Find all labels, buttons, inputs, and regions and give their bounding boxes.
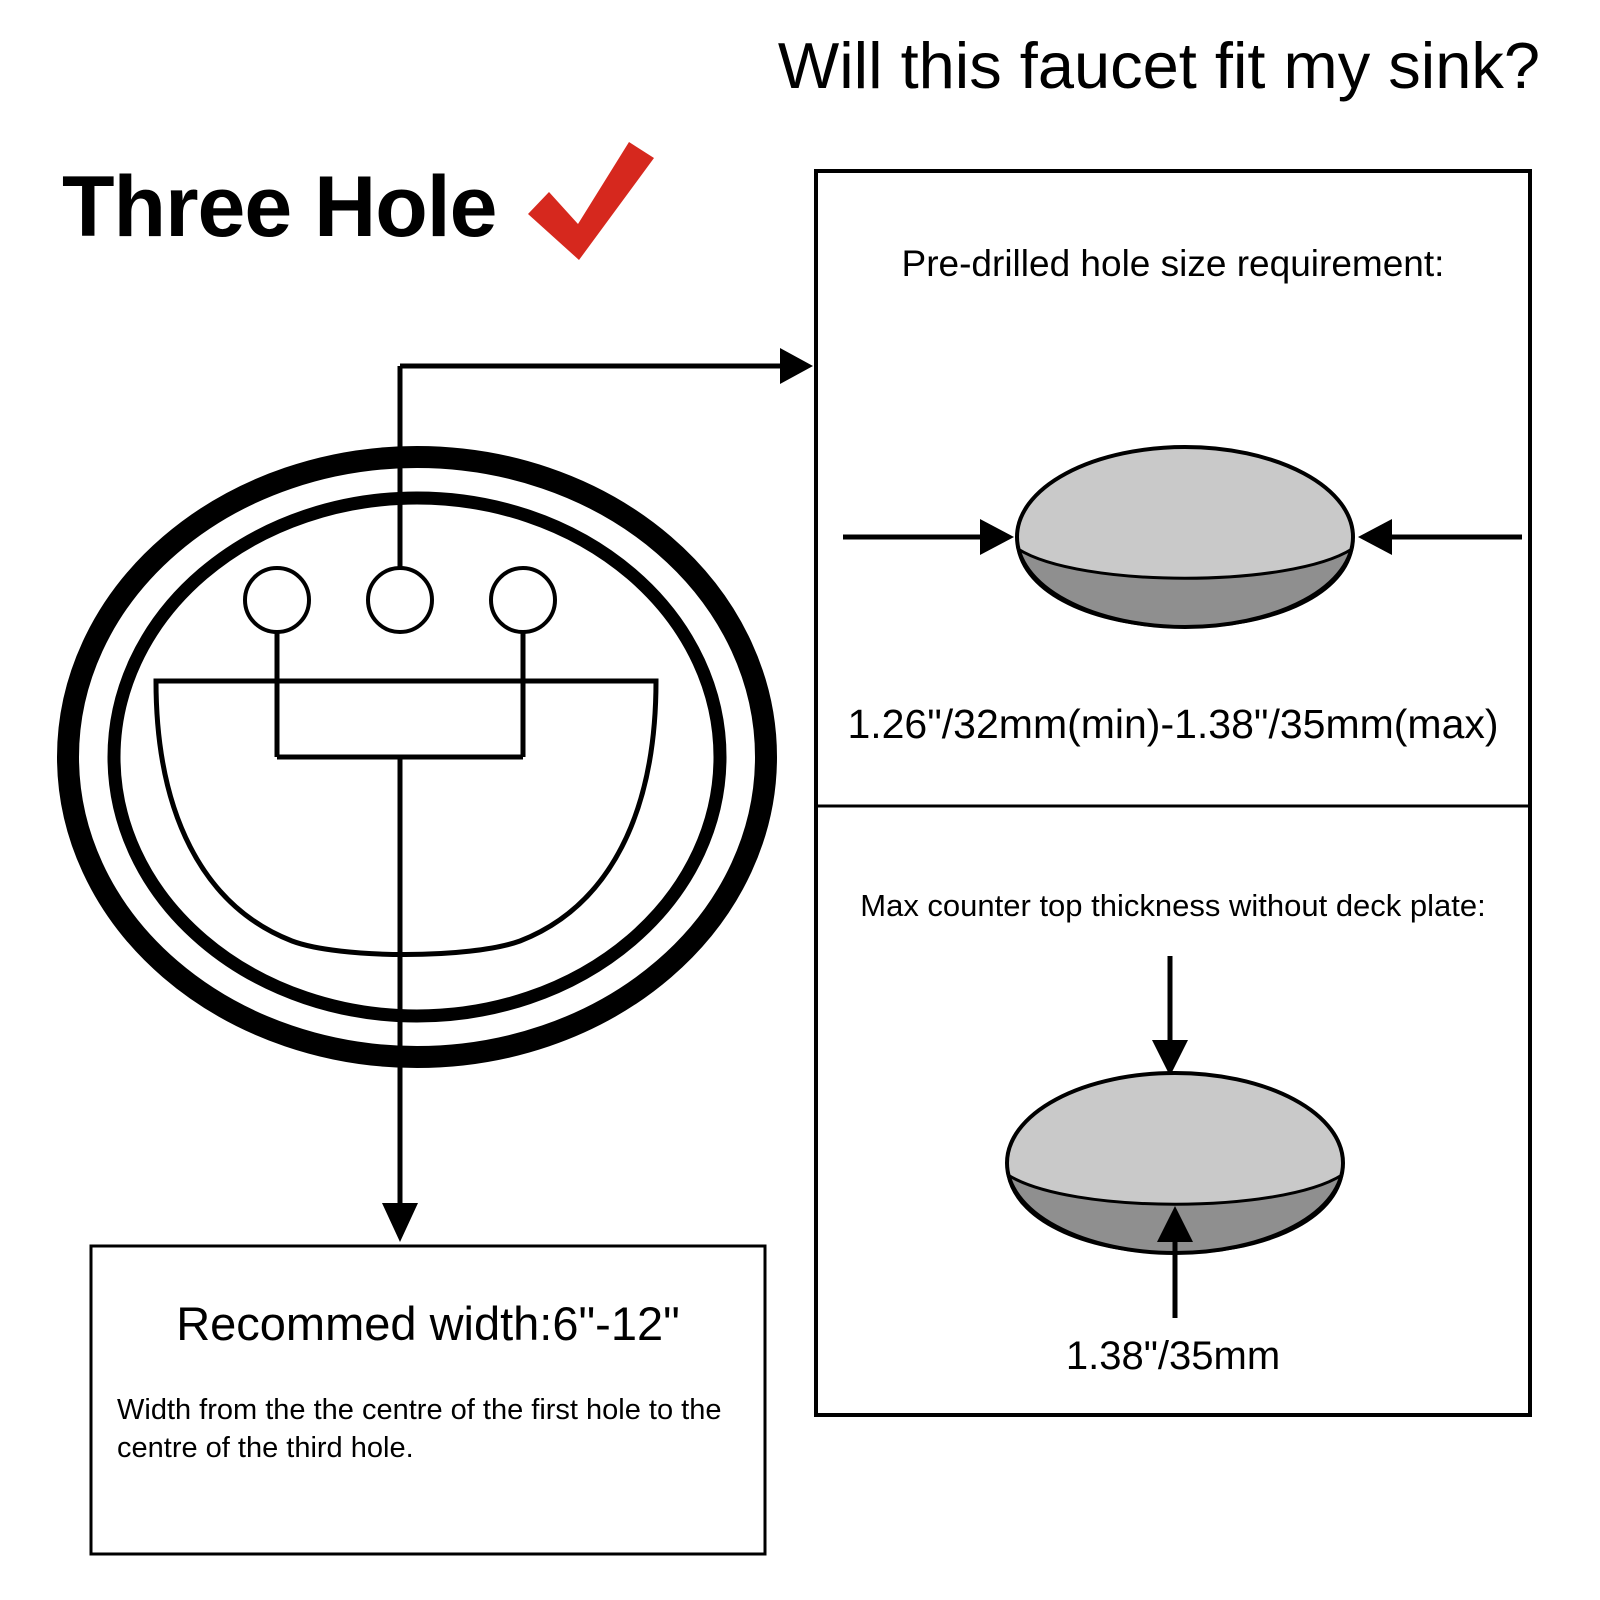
thickness-heading: Max counter top thickness without deck p… [860, 888, 1486, 923]
thickness-dimension: 1.38"/35mm [1065, 1334, 1281, 1378]
faucet-hole-right [489, 566, 557, 634]
faucet-hole-center [366, 566, 434, 634]
config-label: Three Hole [62, 159, 497, 255]
checkmark-icon [528, 142, 654, 260]
sink-outer-rim [57, 446, 777, 1068]
diameter-arrow-left-head [980, 519, 1014, 555]
sink-basin [153, 678, 659, 957]
hole-size-dimension: 1.26"/32mm(min)-1.38"/35mm(max) [847, 701, 1499, 747]
arrow-right-head [780, 348, 813, 384]
thickness-arrow-top-head [1152, 1040, 1188, 1076]
diameter-arrow-right-head [1358, 519, 1392, 555]
hole-outline [1015, 445, 1355, 629]
sink-inner-rim [107, 491, 727, 1023]
arrow-to-width-note-icon [382, 757, 418, 1242]
width-note-body: Width from the the centre of the first h… [117, 1394, 722, 1464]
sink-top-view-diagram [57, 446, 777, 1068]
width-note-border [89, 1244, 767, 1556]
hole-size-illustration [843, 445, 1522, 629]
thickness-illustration [1005, 956, 1345, 1318]
width-note-heading: Recommed width:6"-12" [176, 1297, 680, 1350]
faucet-hole-left [243, 566, 311, 634]
spec-panel-border [814, 169, 1532, 1417]
page-title: Will this faucet fit my sink? [777, 29, 1540, 102]
thickness-arrow-bottom-head [1157, 1206, 1193, 1242]
hole-size-heading: Pre-drilled hole size requirement: [901, 243, 1445, 284]
arrow-down-head [382, 1203, 418, 1242]
arrow-to-hole-size-panel-icon [397, 348, 813, 568]
